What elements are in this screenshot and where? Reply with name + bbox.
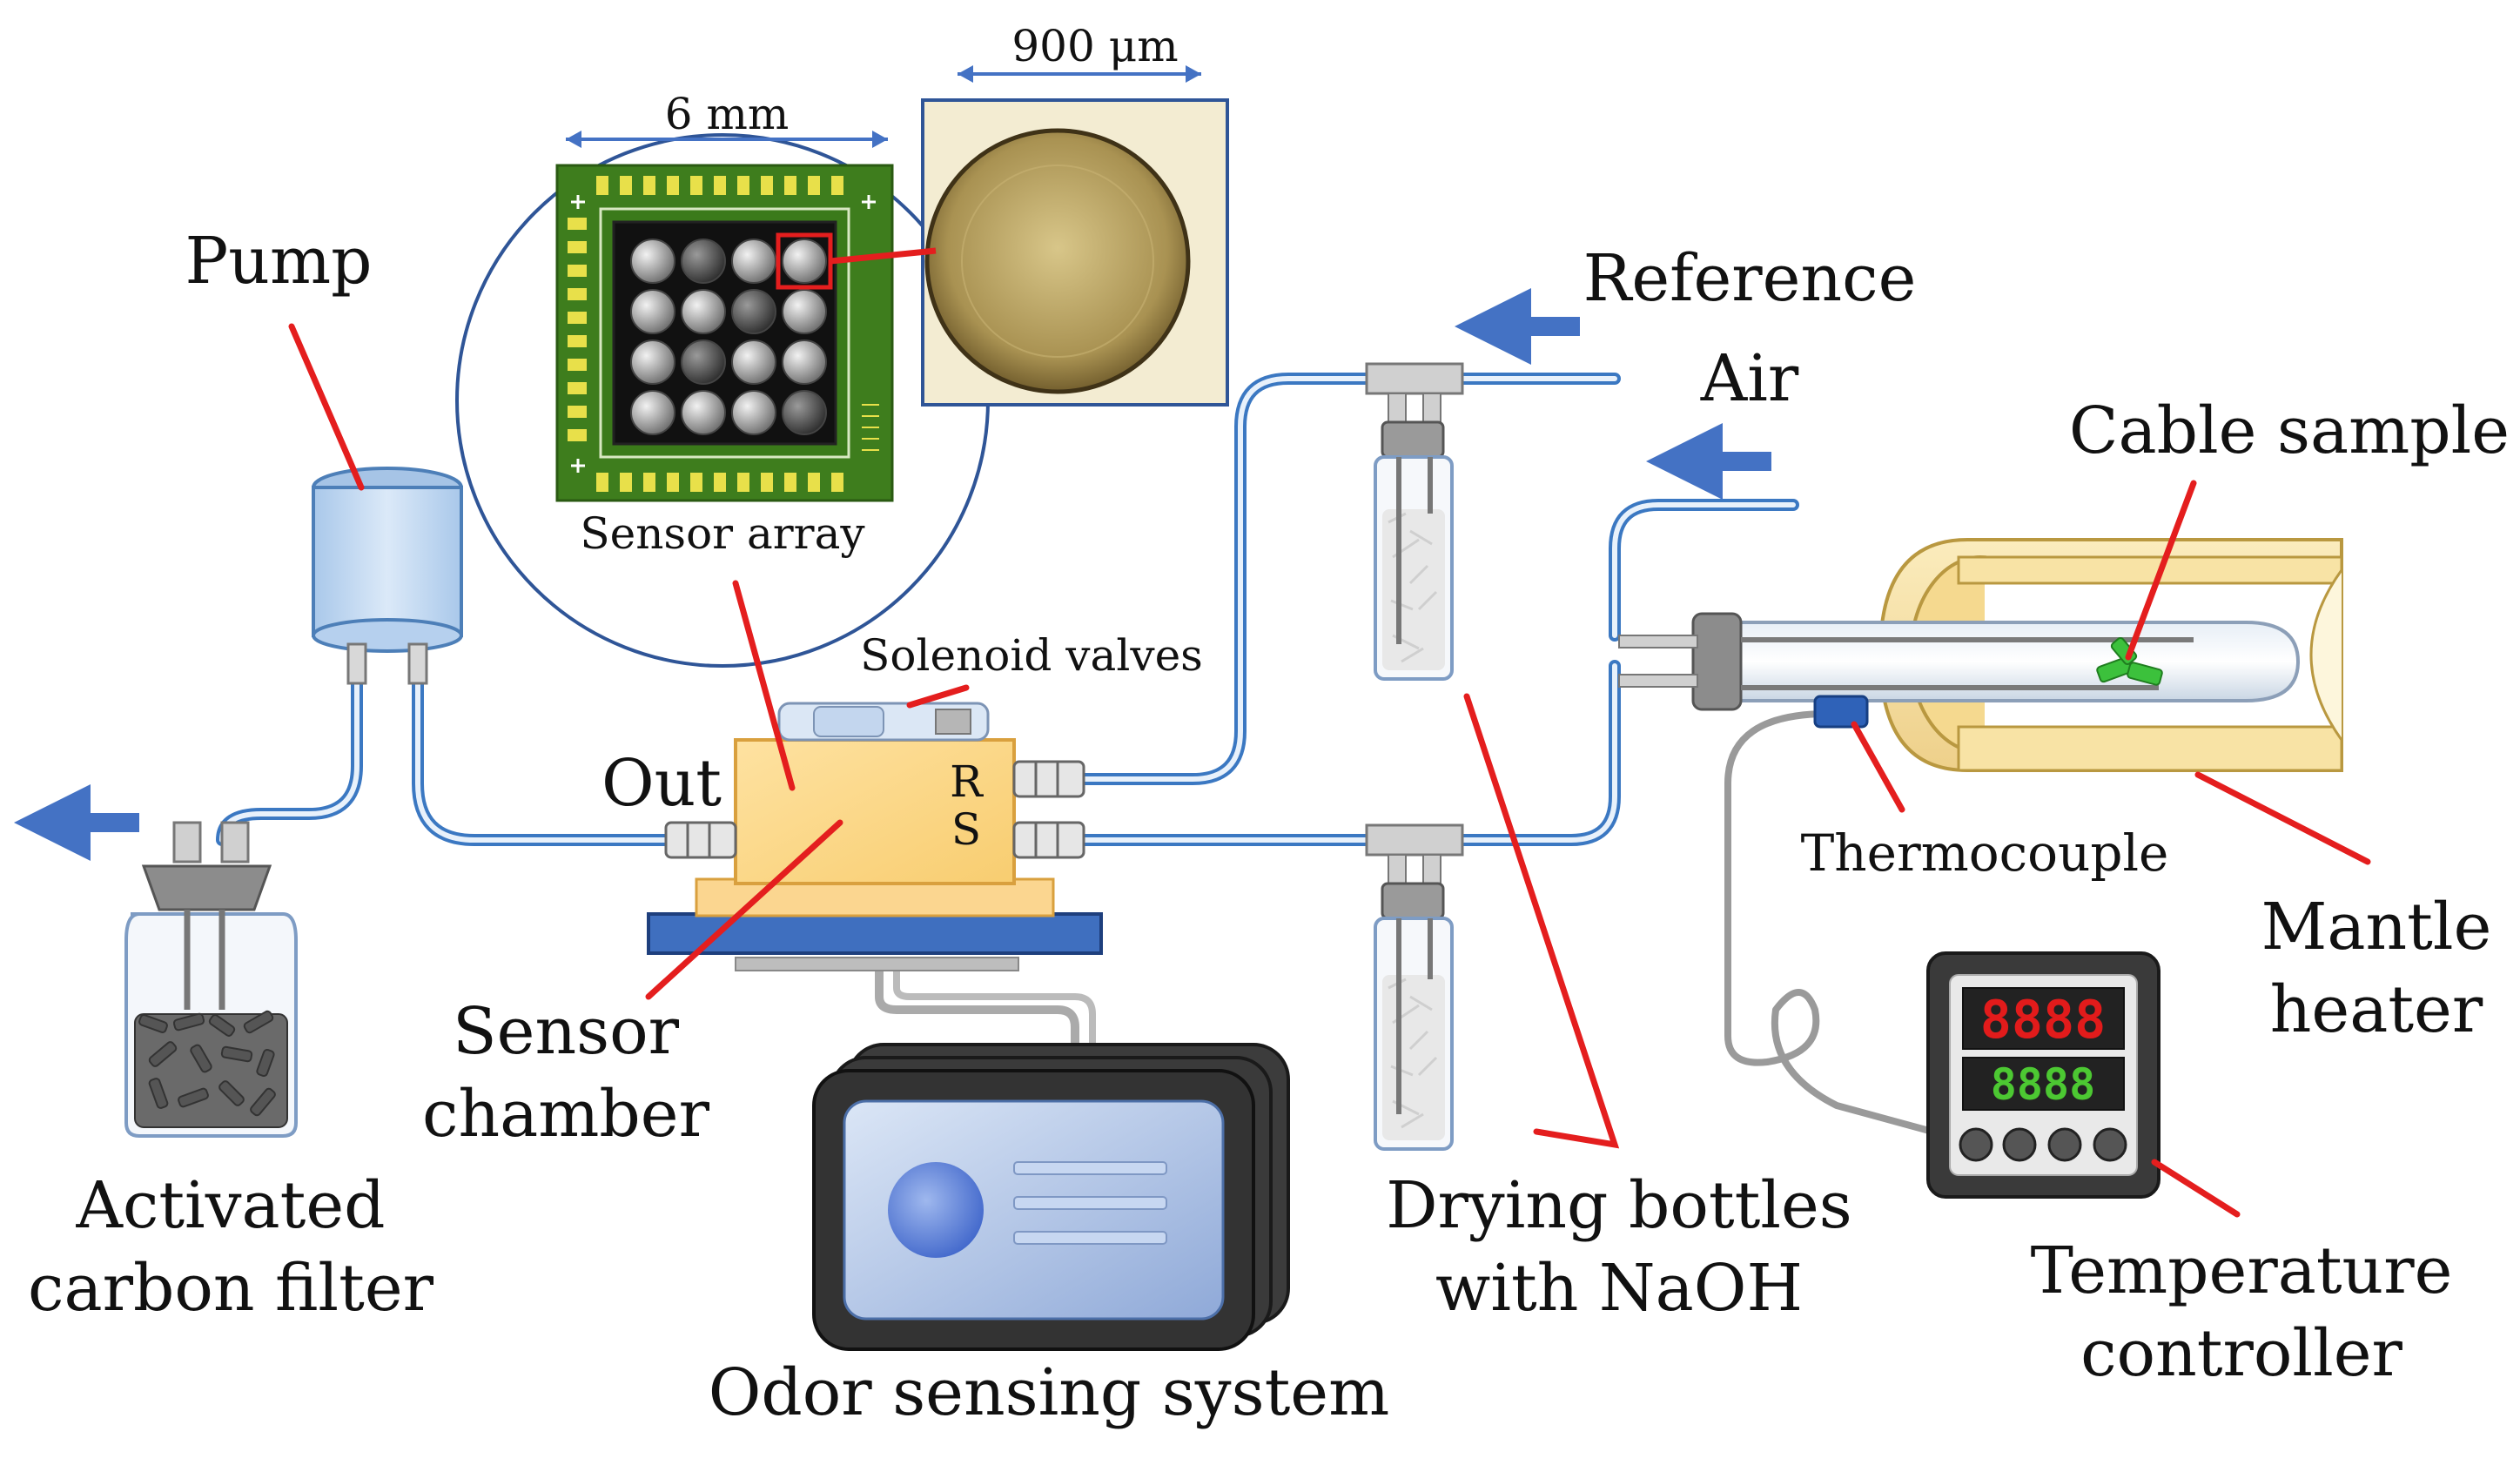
- thermocouple-label: Thermocouple: [1801, 823, 2169, 883]
- tube-s-to-heater: [1078, 660, 1621, 846]
- dim-6mm-label: 6 mm: [665, 89, 790, 139]
- thermocouple-probe: [1813, 695, 1869, 729]
- sensor-chamber: R S: [647, 702, 1103, 971]
- screen-lines: [1013, 1161, 1167, 1245]
- activated-label: Activated: [75, 1168, 385, 1243]
- pump: [312, 467, 463, 685]
- leader-drying-bottles: [1463, 693, 1620, 1149]
- activated-carbon-filter: [124, 821, 298, 1138]
- quartz-tube: [1618, 612, 2301, 711]
- tube-pump-to-chamber: [412, 655, 676, 846]
- odor-system-cables: [875, 962, 1096, 1066]
- microscope-view: 900 μm: [830, 21, 1229, 407]
- drying-bottle-reference: [1365, 362, 1464, 681]
- odor-sensing-system-label: Odor sensing system: [709, 1355, 1390, 1430]
- drying-bottle-sample: [1365, 823, 1464, 1151]
- with-naoh-label: with NaOH: [1435, 1251, 1803, 1326]
- temperature-label: Temperature: [2031, 1233, 2453, 1308]
- controller-top-display: 8888: [1980, 990, 2107, 1051]
- port-r-label: R: [950, 756, 984, 807]
- chamber-ports: [664, 760, 1085, 859]
- leader-thermocouple: [1851, 721, 1905, 813]
- controller-button-4[interactable]: [2093, 1127, 2127, 1162]
- pcb-silkscreen: [862, 404, 879, 451]
- leader-pump: [288, 323, 365, 491]
- leader-mantle-heater: [2194, 771, 2371, 865]
- mantle-label: Mantle: [2261, 890, 2492, 964]
- controller-bottom-display: 8888: [1991, 1059, 2095, 1110]
- leader-cable-sample: [2125, 480, 2197, 661]
- solenoid-valve: [777, 702, 990, 742]
- tube-air-inlet: [1609, 499, 1799, 642]
- tube-pump-left: [216, 655, 363, 846]
- sensor-array-label: Sensor array: [580, 508, 865, 559]
- carbon-filter-label: carbon filter: [28, 1251, 434, 1326]
- pcb-fiducials: [571, 195, 876, 473]
- leader-temperature-controller: [2151, 1159, 2241, 1218]
- thermocouple-cable: [1724, 710, 1936, 1135]
- cable-sample-label: Cable sample: [2069, 393, 2510, 468]
- solenoid-valves-label: Solenoid valves: [860, 630, 1203, 681]
- temperature-controller: 8888 8888: [1926, 951, 2160, 1199]
- controller-button-3[interactable]: [2047, 1127, 2082, 1162]
- dim-900um-label: 900 μm: [1011, 21, 1178, 71]
- leader-sensor-chamber: [645, 819, 843, 1000]
- odor-sensing-system: [812, 1043, 1290, 1351]
- sensor-label: Sensor: [453, 994, 680, 1069]
- pcb-chip: [555, 164, 894, 502]
- pump-label: Pump: [185, 224, 373, 299]
- sensor-wells: [630, 239, 827, 435]
- controller-button-1[interactable]: [1959, 1127, 1993, 1162]
- heater-label: heater: [2270, 972, 2483, 1047]
- tubing: [216, 373, 1936, 1135]
- sensor-array-zoom: 6 mm Sensor array: [455, 89, 990, 668]
- air-label: Air: [1700, 341, 1799, 416]
- carbon-pellets: [134, 1010, 288, 1128]
- drying-bottles-label: Drying bottles: [1386, 1168, 1852, 1243]
- out-label: Out: [601, 746, 722, 821]
- controller-label: controller: [2080, 1316, 2402, 1391]
- pcb-pads: [568, 176, 843, 492]
- controller-button-2[interactable]: [2002, 1127, 2037, 1162]
- reference-label: Reference: [1583, 241, 1917, 316]
- leader-solenoid: [906, 684, 970, 709]
- port-s-label: S: [951, 804, 981, 855]
- chamber-label: chamber: [422, 1077, 710, 1152]
- tube-r-to-reference: [1078, 373, 1399, 785]
- leader-sensor-array: [732, 580, 796, 791]
- leader-lines: [288, 323, 2371, 1218]
